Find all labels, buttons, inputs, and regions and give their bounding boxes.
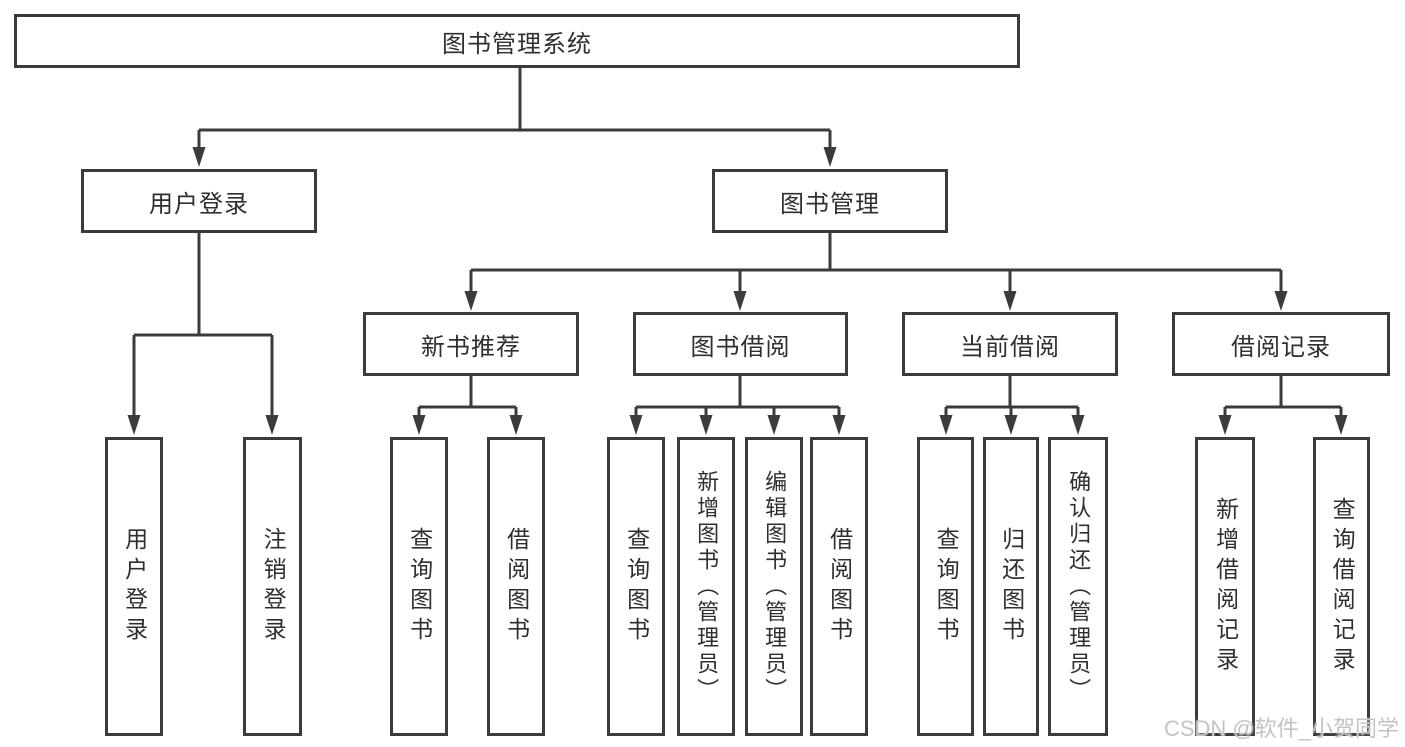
leaf-query-books-recommend: 查询图书 xyxy=(390,437,448,736)
leaf-confirm-return-admin: 确认归还（管理员） xyxy=(1048,437,1108,736)
leaf-borrow-books-recommend: 借阅图书 xyxy=(487,437,545,736)
csdn-watermark: CSDN @软件_小贺同学 xyxy=(1163,716,1399,741)
leaf-edit-books-admin: 编辑图书（管理员） xyxy=(745,437,803,736)
leaf-add-books-admin: 新增图书（管理员） xyxy=(677,437,735,736)
node-book-management: 图书管理 xyxy=(712,169,948,233)
leaf-user-login: 用户登录 xyxy=(105,437,163,736)
node-book-borrowing: 图书借阅 xyxy=(633,312,848,376)
leaf-add-borrow-record: 新增借阅记录 xyxy=(1195,437,1255,736)
node-library-management-system: 图书管理系统 xyxy=(14,14,1020,68)
node-current-borrowing: 当前借阅 xyxy=(902,312,1118,376)
node-new-book-recommend: 新书推荐 xyxy=(363,312,579,376)
leaf-return-books: 归还图书 xyxy=(983,437,1039,736)
node-user-login: 用户登录 xyxy=(81,169,317,233)
leaf-logout-login: 注销登录 xyxy=(243,437,302,736)
leaf-query-borrow-record: 查询借阅记录 xyxy=(1313,437,1370,736)
leaf-borrow-books: 借阅图书 xyxy=(810,437,868,736)
leaf-query-books-borrow: 查询图书 xyxy=(607,437,665,736)
leaf-query-books-current: 查询图书 xyxy=(917,437,974,736)
node-borrowing-records: 借阅记录 xyxy=(1172,312,1390,376)
